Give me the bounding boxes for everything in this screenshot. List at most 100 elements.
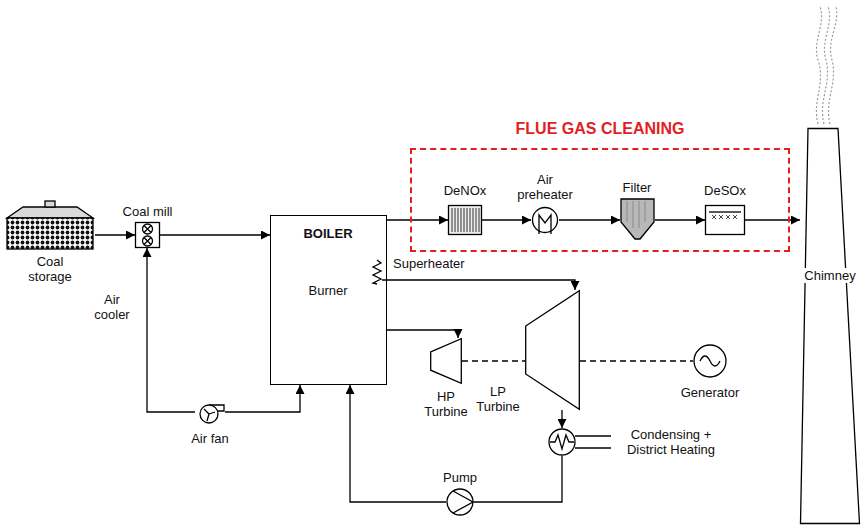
condenser-outline	[548, 428, 576, 456]
air-preheater: Air preheater	[531, 206, 559, 234]
boiler-box: BOILER Burner	[270, 215, 387, 385]
hp-turbine-outline	[430, 338, 462, 384]
desox-unit-outline-part	[709, 211, 741, 212]
air-preheater-outline-part	[539, 215, 551, 234]
desox-unit-outline	[705, 205, 745, 235]
filter-unit: Filter	[620, 198, 655, 240]
air-fan-outline	[195, 397, 225, 427]
lp-turbine: LP Turbine	[525, 290, 580, 410]
superheater-coil-outline-part	[373, 260, 381, 284]
denox-unit-outline-part	[452, 208, 479, 232]
component-label: Generator	[670, 385, 750, 400]
flow-arrow	[387, 330, 458, 338]
flow-arrow	[147, 248, 195, 412]
coal-mill-outline-part	[144, 238, 151, 245]
flow-arrow	[482, 219, 531, 220]
illustration-layer-part	[828, 6, 836, 124]
flow-arrow	[561, 410, 562, 428]
flow-arrow	[382, 280, 575, 290]
coal-storage-silo-outline-part	[7, 218, 93, 249]
component-label: DeSOx	[695, 183, 755, 198]
air-preheater-outline-part	[533, 208, 558, 233]
illustration-layer-part	[816, 6, 821, 124]
component-label: Air fan	[180, 431, 240, 446]
flow-arrow	[474, 456, 562, 502]
illustration-layer-part	[575, 447, 611, 448]
hp-turbine: HP Turbine	[430, 338, 462, 384]
coal-storage-silo-outline-part	[45, 201, 55, 207]
component-label: Coal mill	[110, 204, 185, 219]
condenser-outline-part	[550, 435, 574, 449]
condenser-outline-part	[549, 429, 575, 455]
component-label: Air preheater	[510, 172, 580, 202]
flow-arrow	[350, 385, 446, 502]
superheater-coil: Superheater	[372, 260, 382, 284]
group-title: FLUE GAS CLEANING	[410, 119, 790, 138]
coal-storage-silo-outline-part	[7, 207, 93, 218]
component-label: Coal storage	[20, 254, 80, 284]
air-fan: Air fan	[195, 397, 225, 427]
line-label: Air cooler	[86, 292, 138, 322]
lp-turbine-outline	[525, 290, 580, 410]
turbine-shaft	[462, 360, 525, 361]
coal-storage-silo: Coal storage	[5, 200, 95, 250]
component-label: Chimney	[800, 268, 860, 283]
flow-arrow	[225, 385, 300, 412]
pump-outline-part	[453, 491, 473, 513]
illustration-layer-part	[575, 435, 611, 436]
denox-unit: DeNOx	[448, 205, 482, 235]
coal-mill-outline-part	[144, 226, 151, 233]
flow-arrow	[559, 219, 620, 220]
component-label: Pump	[430, 470, 490, 485]
superheater-coil-outline	[372, 260, 382, 284]
hp-turbine-outline-part	[431, 339, 462, 384]
generator-outline-part	[694, 345, 726, 377]
component-label: Burner	[271, 283, 385, 298]
filter-unit-outline-part	[627, 201, 645, 228]
filter-unit-outline	[620, 198, 655, 240]
component-label: DeNOx	[435, 183, 495, 198]
flow-arrow	[160, 234, 270, 235]
filter-unit-outline-part	[621, 199, 654, 239]
component-label: BOILER	[271, 226, 385, 241]
pump-outline	[446, 488, 474, 516]
component-label: Condensing + District Heating	[616, 427, 726, 457]
chimney-outline-part	[801, 129, 860, 524]
desox-unit-outline-part	[706, 206, 745, 235]
generator: Generator	[693, 344, 727, 378]
denox-unit-outline	[448, 205, 482, 235]
pump-outline-part	[447, 489, 473, 515]
component-label: HP Turbine	[420, 389, 472, 419]
denox-unit-outline-part	[449, 206, 482, 235]
chimney-smoke	[816, 6, 836, 124]
component-label: LP Turbine	[472, 384, 524, 414]
condenser: Condensing + District Heating	[548, 428, 576, 456]
flow-arrow	[745, 219, 800, 220]
chimney-outline	[800, 128, 860, 524]
air-preheater-outline	[531, 206, 559, 234]
coal-mill: Coal mill	[135, 222, 160, 248]
generator-outline	[693, 344, 727, 378]
pump: Pump	[446, 488, 474, 516]
coal-storage-silo-outline	[5, 200, 95, 250]
turbine-shaft	[580, 360, 693, 361]
flow-arrow	[387, 219, 448, 220]
lp-turbine-outline-part	[526, 291, 580, 410]
flow-arrow	[95, 234, 135, 235]
component-label: Superheater	[393, 256, 483, 271]
coal-mill-outline	[135, 222, 160, 248]
flow-arrow	[655, 219, 705, 220]
desox-unit-outline-part	[712, 215, 737, 219]
heat-exchanger-pipes	[575, 436, 611, 448]
desox-unit: DeSOx	[705, 205, 745, 235]
air-fan-outline-part	[200, 405, 218, 423]
chimney: Chimney	[800, 128, 860, 524]
coal-mill-outline-part	[143, 236, 153, 246]
flue-gas-cleaning-group: DeNOxAir preheaterFilterDeSOxFLUE GAS CL…	[410, 148, 790, 252]
air-fan-outline-part	[204, 409, 215, 421]
coal-mill-outline-part	[143, 224, 153, 234]
component-label: Filter	[607, 180, 667, 195]
generator-outline-part	[700, 356, 720, 366]
coal-mill-outline-part	[136, 223, 160, 248]
